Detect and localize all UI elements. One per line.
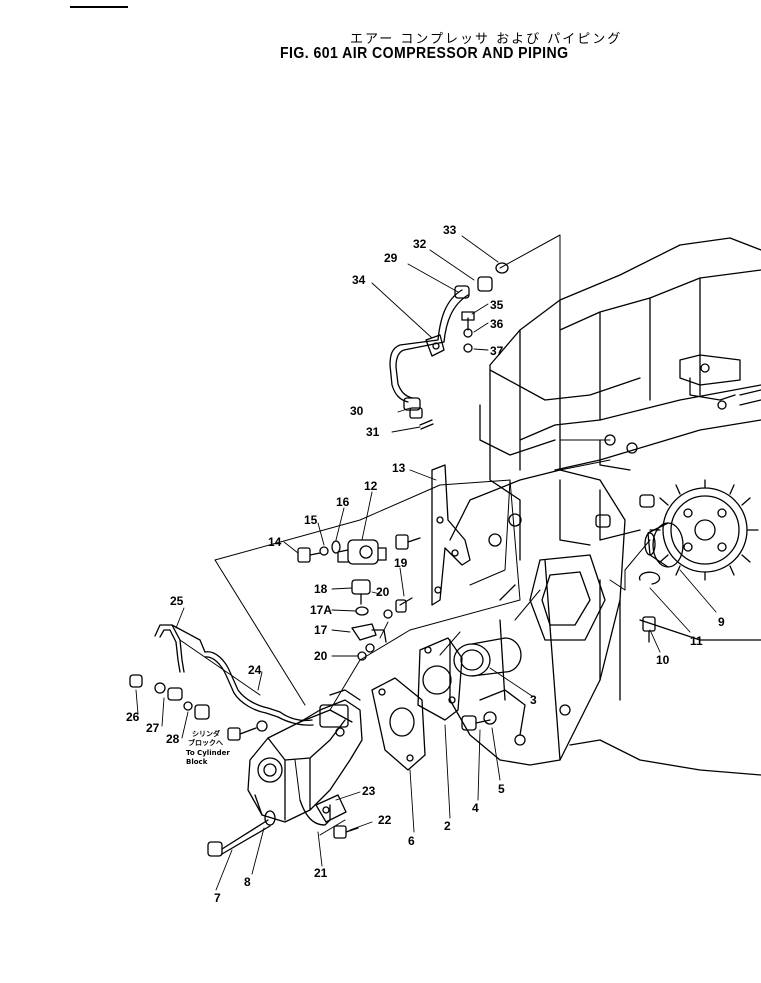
clip-23 xyxy=(315,794,347,823)
callout-16: 16 xyxy=(336,495,350,509)
governor-fitting xyxy=(337,539,387,565)
callout-20: 20 xyxy=(376,585,390,599)
washer-33 xyxy=(495,262,509,274)
fitting-27 xyxy=(167,687,183,701)
leader-lines xyxy=(135,235,717,891)
washer-37 xyxy=(463,343,473,353)
callout-24: 24 xyxy=(248,663,262,677)
callout-5: 5 xyxy=(498,782,505,796)
callout-15: 15 xyxy=(304,513,318,527)
callout-31: 31 xyxy=(366,425,380,439)
callout-4: 4 xyxy=(472,801,479,815)
air-compressor xyxy=(247,689,363,823)
callout-9: 9 xyxy=(718,615,725,629)
discharge-pipe xyxy=(389,289,469,403)
clamp-34 xyxy=(425,334,445,357)
tube-21 xyxy=(299,799,331,826)
note-en-line2: Block xyxy=(186,758,208,766)
callout-27: 27 xyxy=(146,721,160,735)
washer-8 xyxy=(264,810,276,826)
bracket-bolt xyxy=(395,534,421,550)
callout-12: 12 xyxy=(364,479,378,493)
note-en-line1: To Cylinder xyxy=(186,749,230,757)
callout-30: 30 xyxy=(350,404,364,418)
callout-18: 18 xyxy=(314,582,328,596)
adapter-plate xyxy=(417,637,463,721)
banjo-bolt xyxy=(227,727,241,741)
callout-33: 33 xyxy=(443,223,457,237)
callout-29: 29 xyxy=(384,251,398,265)
callout-14: 14 xyxy=(268,535,282,549)
callout-7: 7 xyxy=(214,891,221,905)
to-cylinder-block-note: シリンダ ブロックへ To Cylinder Block xyxy=(186,729,230,766)
spring-31 xyxy=(419,419,434,430)
seal-ring xyxy=(453,637,522,677)
bolt-22 xyxy=(333,825,359,839)
engine-block xyxy=(479,237,761,776)
fitting-29 xyxy=(454,285,470,299)
callout-32: 32 xyxy=(413,237,427,251)
elbow-18 xyxy=(351,579,371,605)
callout-25: 25 xyxy=(170,594,184,608)
washer-36 xyxy=(463,328,473,338)
header-rule xyxy=(70,6,128,8)
pipe-25 xyxy=(154,624,206,673)
callout-26: 26 xyxy=(126,710,140,724)
callout-8: 8 xyxy=(244,875,251,889)
snap-ring xyxy=(638,571,661,585)
washer-17a xyxy=(355,606,369,616)
callout-17: 17 xyxy=(314,623,328,637)
callout-10: 10 xyxy=(656,653,670,667)
banjo-washer xyxy=(256,720,268,732)
callout-3: 3 xyxy=(530,693,537,707)
fitting-32 xyxy=(477,276,493,292)
washer-20-upper xyxy=(383,609,393,619)
callout-34: 34 xyxy=(352,273,366,287)
gasket xyxy=(371,677,426,771)
callout-20-lower: 20 xyxy=(314,649,328,663)
callout-23: 23 xyxy=(362,784,376,798)
washer-28 xyxy=(183,701,193,711)
callout-6: 6 xyxy=(408,834,415,848)
figure-title: FIG. 601 AIR COMPRESSOR AND PIPING xyxy=(280,45,569,62)
bolt-35 xyxy=(461,311,475,331)
callout-11: 11 xyxy=(690,634,703,648)
callout-37: 37 xyxy=(490,344,504,358)
gear-hub xyxy=(644,522,684,568)
callout-28: 28 xyxy=(166,732,180,746)
callout-36: 36 xyxy=(490,317,504,331)
gear-bolt xyxy=(642,616,656,643)
part-callouts: 33 32 29 34 35 36 37 30 31 13 12 16 15 1… xyxy=(126,223,725,905)
note-jp-line1: シリンダ xyxy=(192,729,220,738)
bolt-14 xyxy=(297,547,321,563)
callout-21: 21 xyxy=(314,866,328,880)
washer-15 xyxy=(319,546,329,556)
callout-17a: 17A xyxy=(310,603,332,617)
washer-16 xyxy=(331,540,341,554)
washer-27 xyxy=(154,682,166,694)
connector-28 xyxy=(194,704,210,720)
long-bolt-7 xyxy=(207,819,271,857)
case-bolt xyxy=(461,711,497,731)
bolt-19 xyxy=(395,597,413,613)
banjo-shaft xyxy=(239,727,257,735)
bracket xyxy=(431,464,471,606)
callout-19: 19 xyxy=(394,556,408,570)
callout-35: 35 xyxy=(490,298,504,312)
figure-title-japanese: エアー コンプレッサ および パイピング xyxy=(350,32,623,47)
oil-pipe-24 xyxy=(204,651,314,726)
nut-26 xyxy=(129,674,143,688)
note-jp-line2: ブロックへ xyxy=(188,738,223,747)
pipe-end-fitting xyxy=(403,397,423,419)
callout-22: 22 xyxy=(378,813,392,827)
reference-lines xyxy=(179,234,651,836)
callout-2: 2 xyxy=(444,819,451,833)
drive-gear xyxy=(649,479,759,581)
callout-13: 13 xyxy=(392,461,406,475)
